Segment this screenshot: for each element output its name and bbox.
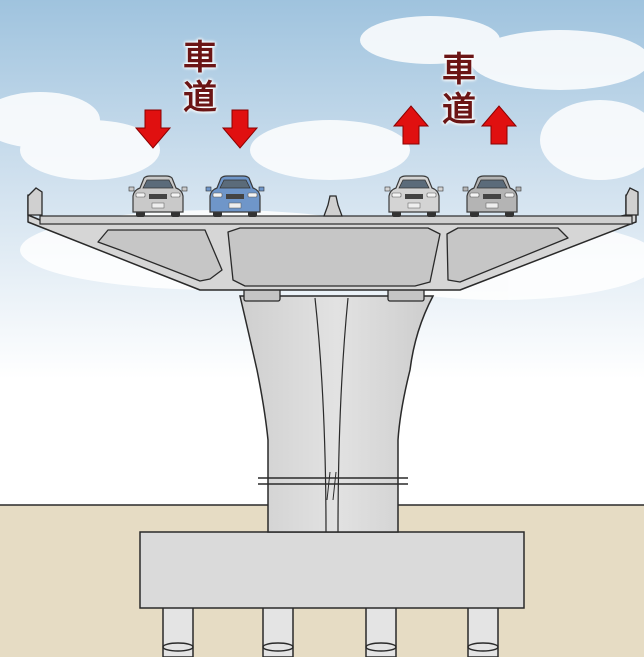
box-girder-cells bbox=[97, 227, 569, 287]
car-2-vehicle bbox=[205, 175, 265, 217]
median-barrier bbox=[323, 195, 343, 217]
parapets bbox=[27, 187, 639, 217]
pile-2 bbox=[262, 604, 294, 657]
parapet-left bbox=[27, 187, 43, 216]
car-1-vehicle bbox=[128, 175, 188, 217]
pile-3 bbox=[365, 604, 397, 657]
vehicles bbox=[128, 175, 522, 217]
foundation-piles bbox=[162, 604, 499, 657]
girder-cell-right bbox=[446, 227, 569, 283]
car-3-vehicle bbox=[384, 175, 444, 217]
right-lane-label: 車 道 bbox=[442, 50, 476, 130]
pier-column bbox=[239, 295, 435, 533]
pile-cap-footing bbox=[139, 531, 525, 609]
left-lane-arrow-1-down-arrow bbox=[134, 109, 172, 149]
right-lane-arrow-1-up-arrow bbox=[392, 105, 430, 145]
girder-cell-center bbox=[227, 227, 441, 287]
direction-arrows bbox=[134, 105, 518, 149]
car-4-vehicle bbox=[462, 175, 522, 217]
girder-cell-left bbox=[97, 229, 223, 282]
right-lane-arrow-2-up-arrow bbox=[480, 105, 518, 145]
pier-joint bbox=[258, 471, 408, 501]
deck-slab bbox=[39, 215, 633, 225]
left-lane-arrow-2-down-arrow bbox=[221, 109, 259, 149]
pile-4 bbox=[467, 604, 499, 657]
parapet-right bbox=[625, 187, 639, 216]
left-lane-label: 車 道 bbox=[183, 38, 217, 118]
pier-center-groove bbox=[314, 297, 349, 533]
